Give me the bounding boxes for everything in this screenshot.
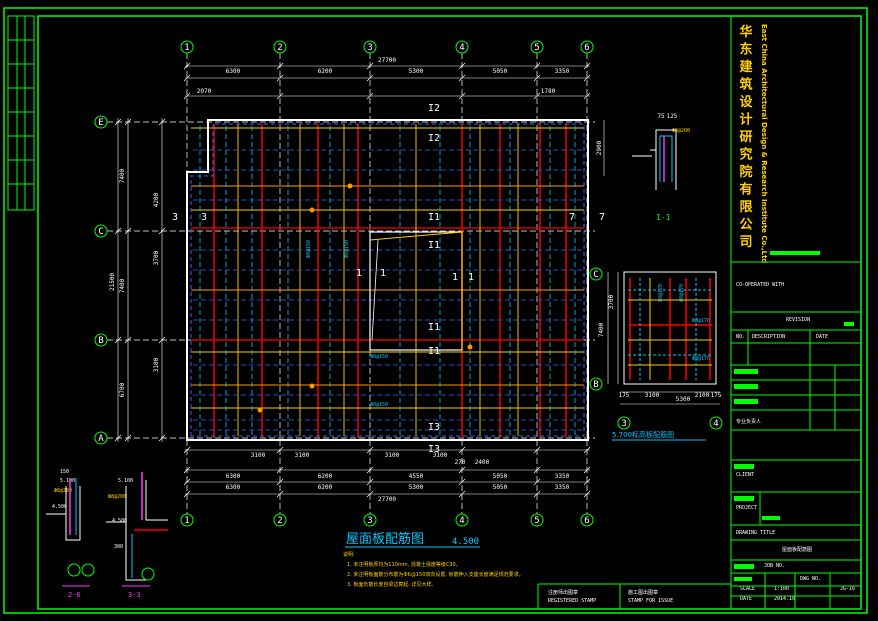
dim-tick xyxy=(458,92,466,100)
dim-tick xyxy=(124,227,132,235)
dim-tick xyxy=(124,336,132,344)
dim-tick xyxy=(183,466,191,474)
dim-tick xyxy=(183,478,191,486)
grid-lines xyxy=(107,53,595,514)
dim-tick xyxy=(583,446,591,454)
dim-tick xyxy=(533,478,541,486)
dim-tick xyxy=(124,434,132,442)
dim-tick xyxy=(533,92,541,100)
dim-tick xyxy=(183,92,191,100)
dim-tick xyxy=(276,478,284,486)
dim-tick xyxy=(124,118,132,126)
dim-tick xyxy=(366,92,374,100)
dim-tick xyxy=(114,336,122,344)
dim-tick xyxy=(366,74,374,82)
dim-tick xyxy=(183,62,191,70)
dim-tick xyxy=(276,466,284,474)
dim-tick xyxy=(276,490,284,498)
dim-tick xyxy=(114,434,122,442)
rebar-layer xyxy=(191,124,584,438)
dim-tick xyxy=(583,92,591,100)
dim-tick xyxy=(276,446,284,454)
rebar-node xyxy=(347,183,353,189)
dim-tick xyxy=(583,478,591,486)
rebar-node xyxy=(257,407,263,413)
dim-tick xyxy=(158,118,166,126)
dim-tick xyxy=(458,446,466,454)
dim-tick xyxy=(276,62,284,70)
dim-tick xyxy=(533,490,541,498)
inner-frame xyxy=(37,15,862,610)
dim-tick xyxy=(533,446,541,454)
dim-tick xyxy=(276,74,284,82)
dim-tick xyxy=(533,466,541,474)
dim-tick xyxy=(533,62,541,70)
dim-tick xyxy=(458,74,466,82)
dim-tick xyxy=(458,62,466,70)
rebar-node xyxy=(309,207,315,213)
dim-tick xyxy=(183,446,191,454)
dim-tick xyxy=(158,227,166,235)
dim-tick xyxy=(158,434,166,442)
left-strip xyxy=(7,15,35,211)
dim-tick xyxy=(458,466,466,474)
floor-outline xyxy=(186,119,589,441)
dim-tick xyxy=(366,490,374,498)
dim-tick xyxy=(366,478,374,486)
dim-tick xyxy=(583,74,591,82)
dim-tick xyxy=(276,92,284,100)
dim-tick xyxy=(114,118,122,126)
dim-tick xyxy=(183,74,191,82)
dim-tick xyxy=(366,466,374,474)
dim-tick xyxy=(583,62,591,70)
dim-tick xyxy=(458,490,466,498)
opening-diagonal xyxy=(369,231,463,350)
dim-tick xyxy=(583,490,591,498)
rebar-node xyxy=(467,344,473,350)
floor-outline-inner xyxy=(190,123,585,437)
dim-tick xyxy=(533,74,541,82)
dim-tick xyxy=(158,336,166,344)
dim-tick xyxy=(583,466,591,474)
dim-tick xyxy=(114,227,122,235)
dimension-layer xyxy=(114,62,720,498)
outer-frame xyxy=(3,7,868,614)
dim-tick xyxy=(366,62,374,70)
dim-tick xyxy=(366,446,374,454)
dim-tick xyxy=(458,478,466,486)
opening-line xyxy=(371,239,379,341)
rebar-node xyxy=(309,383,315,389)
dim-tick xyxy=(183,490,191,498)
